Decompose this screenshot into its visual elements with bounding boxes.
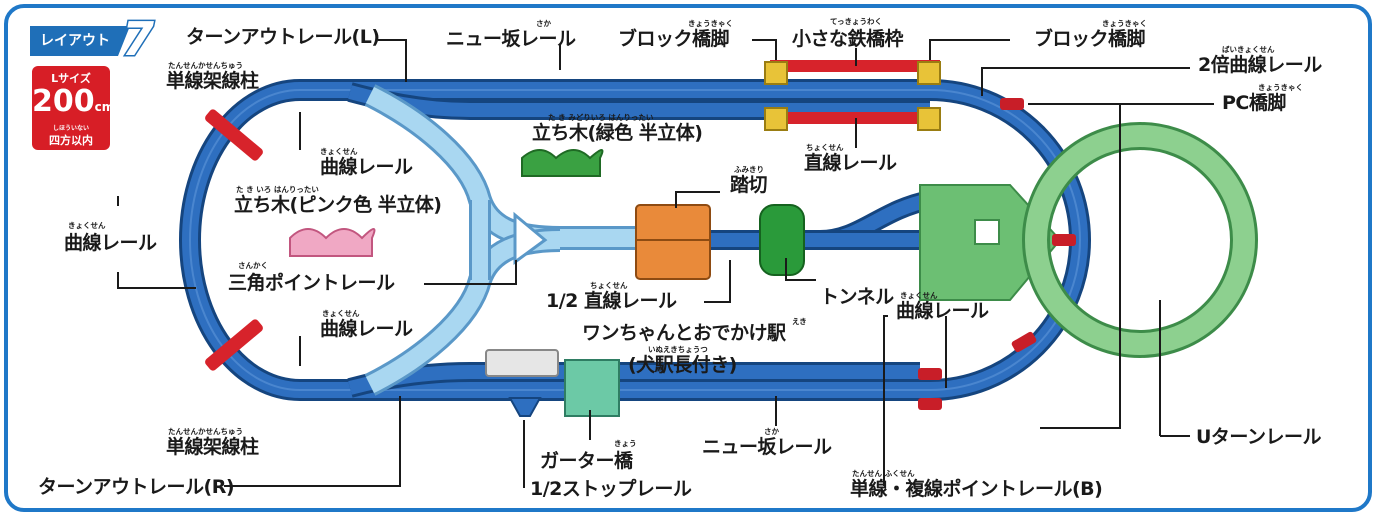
label-new-slope-top: ニュー坂レール <box>446 28 576 50</box>
ruby-single-double-point: たんせん ふくせん <box>852 469 915 478</box>
ruby-block-pier-right: きょうきゃく <box>1102 19 1147 28</box>
u-turn-rail <box>919 122 1258 358</box>
station <box>485 349 559 377</box>
leader-lines <box>117 39 1214 488</box>
size-box: Lサイズ 200cm しほういない 四方以内 <box>32 66 114 150</box>
label-curve-bottom: 曲線レール <box>320 318 413 340</box>
ruby-double-curve: ばいきょくせん <box>1222 45 1275 54</box>
ruby-curve-right: きょくせん <box>900 291 938 300</box>
size-ruby: しほういない <box>52 125 89 132</box>
label-double-curve: 2倍曲線レール <box>1198 54 1322 76</box>
label-u-turn: Uターンレール <box>1196 426 1321 448</box>
ruby-curve-left: きょくせん <box>68 221 106 230</box>
ruby-tree-pink: た き いろ はんりったい <box>236 185 319 194</box>
badge-label: レイアウト <box>40 33 110 49</box>
center-line <box>640 190 933 250</box>
label-curve-right: 曲線レール <box>896 300 989 322</box>
label-single-double-point: 単線・複線ポイントレール(B) <box>850 478 1103 500</box>
label-small-bridge: 小さな鉄橋枠 <box>792 28 904 50</box>
label-half-straight: 1/2 直線レール <box>546 290 677 312</box>
railroad-crossing <box>635 204 711 280</box>
pc-piers <box>918 98 1076 410</box>
label-half-stop: 1/2ストップレール <box>530 478 692 500</box>
single-line-pole-bottom <box>205 319 263 371</box>
size-label: Lサイズ <box>51 72 91 85</box>
ruby-block-pier-left: きょうきゃく <box>688 19 733 28</box>
ruby-triangle-point: さんかく <box>238 261 268 270</box>
label-turnout-r: ターンアウトレール(R) <box>38 476 235 498</box>
label-tree-green: 立ち木(緑色 半立体) <box>532 122 703 144</box>
single-line-pole-top <box>205 109 263 161</box>
label-block-pier-right: ブロック橋脚 <box>1034 28 1146 50</box>
size-value: 200 <box>32 84 95 119</box>
ruby-tree-green: た き みどりいろ はんりったい <box>548 113 654 122</box>
tunnel <box>759 204 805 276</box>
ruby-crossing: ふみきり <box>734 165 764 174</box>
label-curve-left: 曲線レール <box>64 232 157 254</box>
label-station-sub: (犬駅長付き) <box>628 354 737 376</box>
ruby-new-slope-bottom: さか <box>764 427 779 436</box>
size-unit: cm <box>94 100 115 114</box>
ruby-curve-bottom: きょくせん <box>322 309 360 318</box>
label-station: ワンちゃんとおでかけ駅 <box>582 322 786 344</box>
label-pc-pier: PC橋脚 <box>1222 92 1286 114</box>
label-single-pole-top: 単線架線柱 <box>166 70 259 92</box>
ruby-half-straight: ちょくせん <box>590 281 628 290</box>
girder-bridge <box>564 359 620 417</box>
size-number: 200cm <box>32 84 114 123</box>
label-turnout-l: ターンアウトレール(L) <box>186 26 380 48</box>
label-triangle-point: 三角ポイントレール <box>228 272 395 294</box>
ruby-small-bridge: てっきょうわく <box>830 17 883 26</box>
ruby-station-sub: いぬえきちょうつ <box>648 345 708 354</box>
ruby-single-pole-bottom: たんせんかせんちゅう <box>168 427 243 436</box>
label-new-slope-bottom: ニュー坂レール <box>702 436 832 458</box>
label-tunnel: トンネル <box>820 286 894 308</box>
green-tree <box>521 149 604 177</box>
ruby-curve-top: きょくせん <box>320 147 358 156</box>
label-single-pole-bottom: 単線架線柱 <box>166 436 259 458</box>
label-block-pier-left: ブロック橋脚 <box>618 28 730 50</box>
label-tree-pink: 立ち木(ピンク色 半立体) <box>234 194 442 216</box>
label-curve-top: 曲線レール <box>320 156 413 178</box>
badge-number: 7 <box>120 11 155 68</box>
label-girder-bridge: ガーター橋 <box>540 450 633 472</box>
triangle-point-rail <box>364 84 640 396</box>
ruby-pc-pier: きょうきゃく <box>1258 83 1303 92</box>
ruby-straight: ちょくせん <box>806 143 844 152</box>
ruby-single-pole-top: たんせんかせんちゅう <box>168 61 243 70</box>
size-bottom: 四方以内 <box>49 134 93 147</box>
stop-rail <box>508 397 542 417</box>
ruby-new-slope-top: さか <box>536 19 551 28</box>
pink-tree <box>289 228 376 257</box>
label-straight: 直線レール <box>804 152 897 174</box>
ruby-girder-bridge: きょう <box>614 439 637 448</box>
ruby-station: えき <box>792 317 807 326</box>
label-crossing: 踏切 <box>730 174 768 196</box>
